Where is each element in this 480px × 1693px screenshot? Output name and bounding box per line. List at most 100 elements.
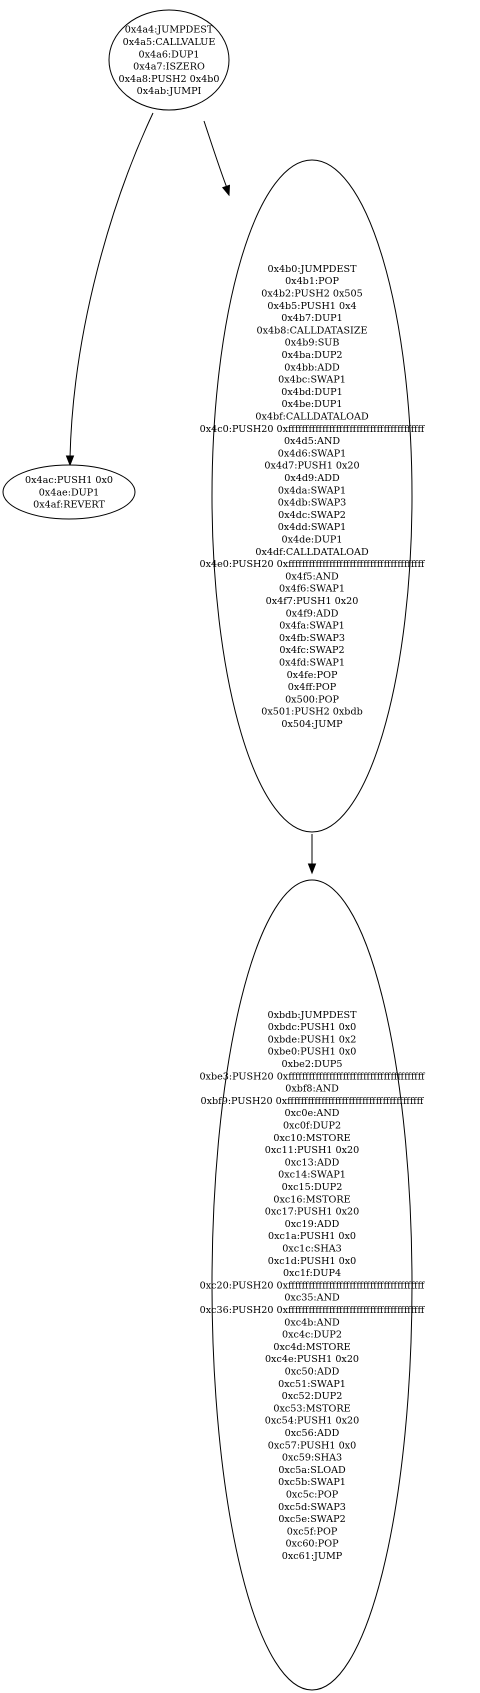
instruction-line: 0xc5f:POP [287,1526,338,1537]
instruction-line: 0xc50:ADD [285,1367,340,1378]
instruction-line: 0xc13:ADD [285,1157,340,1168]
instruction-line: 0x501:PUSH2 0xbdb [261,707,362,718]
instruction-line: 0x4bc:SWAP1 [278,375,346,386]
instruction-line: 0x4a4:JUMPDEST [125,25,214,36]
instruction-line: 0xc1d:PUSH1 0x0 [268,1256,356,1267]
edges-layer [65,112,317,875]
instruction-line: 0xbdc:PUSH1 0x0 [268,1022,357,1033]
instruction-line: 0x4bb:ADD [284,362,340,373]
instruction-line: 0x4d6:SWAP1 [278,448,347,459]
instruction-line: 0x4d9:ADD [284,473,340,484]
instruction-line: 0x4f6:SWAP1 [279,584,345,595]
instruction-line: 0x4a5:CALLVALUE [123,37,216,48]
edge-arrowhead [307,863,317,875]
instruction-line: 0x4ac:PUSH1 0x0 [25,475,113,486]
node-ellipse [211,879,413,1691]
instruction-line: 0x504:JUMP [281,719,343,730]
instruction-line: 0x4b0:JUMPDEST [268,264,358,275]
instruction-line: 0xc5b:SWAP1 [278,1477,346,1488]
instruction-line: 0xc4d:MSTORE [273,1342,350,1353]
instruction-line: 0xc5e:SWAP2 [278,1514,345,1525]
instruction-line: 0xc52:DUP2 [282,1391,343,1402]
instruction-line: 0x4b1:POP [285,276,339,287]
instruction-line: 0x4a8:PUSH2 0x4b0 [118,74,219,85]
instruction-line: 0xc0e:AND [285,1108,340,1119]
instruction-line: 0x4d7:PUSH1 0x20 [264,461,359,472]
instruction-line: 0x4e0:PUSH20 0xfffffffffffffffffffffffff… [199,559,425,570]
instruction-line: 0x4ba:DUP2 [281,350,342,361]
instruction-line: 0x4d5:AND [284,436,340,447]
instruction-line: 0x4a6:DUP1 [138,49,199,60]
instruction-line: 0xc51:SWAP1 [278,1379,346,1390]
instruction-line: 0x4b5:PUSH1 0x4 [267,301,356,312]
instruction-line: 0xc53:MSTORE [273,1403,350,1414]
instruction-line: 0x4ff:POP [288,682,337,693]
instruction-line: 0x4c0:PUSH20 0xfffffffffffffffffffffffff… [200,424,426,435]
instruction-line: 0xc1c:SHA3 [282,1244,342,1255]
edge-n_4a4-to-n_4b0 [203,120,228,189]
instruction-line: 0xc15:DUP2 [282,1182,343,1193]
instruction-line: 0xc5c:POP [286,1490,339,1501]
instruction-line: 0x4f5:AND [285,571,339,582]
instruction-line: 0x4dd:SWAP1 [278,522,347,533]
instruction-line: 0xbde:PUSH1 0x2 [268,1034,357,1045]
instruction-line: 0xc10:MSTORE [273,1133,350,1144]
instruction-line: 0xbdb:JUMPDEST [267,1010,357,1021]
instruction-line: 0xc54:PUSH1 0x20 [265,1416,360,1427]
edge-n_4a4-to-n_4ac [69,112,154,459]
instruction-line: 0xbf9:PUSH20 0xfffffffffffffffffffffffff… [201,1096,425,1107]
instruction-line: 0x4db:SWAP3 [278,498,347,509]
instruction-line: 0x4de:DUP1 [281,535,342,546]
edge-arrowhead [221,184,231,197]
instruction-line: 0x4b8:CALLDATASIZE [256,325,367,336]
instruction-line: 0x4a7:ISZERO [133,62,205,73]
instruction-line: 0xc17:PUSH1 0x20 [265,1207,360,1218]
instruction-line: 0x4fe:POP [287,670,338,681]
instruction-line: 0x4ae:DUP1 [39,487,100,498]
edge-arrowhead [65,455,75,467]
instruction-line: 0x4af:REVERT [33,500,105,511]
instruction-line: 0xc1f:DUP4 [283,1268,341,1279]
instruction-line: 0xc14:SWAP1 [278,1170,346,1181]
instruction-line: 0x4da:SWAP1 [278,485,346,496]
instruction-line: 0xc19:ADD [285,1219,340,1230]
instruction-line: 0xbf8:AND [285,1084,339,1095]
node-ellipse [211,159,413,833]
instruction-line: 0xc1a:PUSH1 0x0 [268,1231,356,1242]
instruction-line: 0x4bf:CALLDATALOAD [255,411,369,422]
instruction-line: 0x500:POP [285,694,339,705]
instruction-line: 0x4b9:SUB [285,338,340,349]
instruction-line: 0xc59:SHA3 [282,1453,342,1464]
instruction-line: 0x4ab:JUMPI [137,86,202,97]
instruction-line: 0xc5d:SWAP3 [278,1502,346,1513]
instruction-line: 0x4fc:SWAP2 [279,645,344,656]
node-ellipse [108,9,230,111]
instruction-line: 0x4dc:SWAP2 [278,510,346,521]
instruction-line: 0xc16:MSTORE [273,1194,350,1205]
instruction-line: 0xc61:JUMP [282,1551,343,1562]
instruction-line: 0x4b2:PUSH2 0x505 [261,288,362,299]
instruction-line: 0x4fd:SWAP1 [279,658,345,669]
instruction-line: 0xbe3:PUSH20 0xfffffffffffffffffffffffff… [199,1071,425,1082]
instruction-line: 0x4fb:SWAP3 [279,633,345,644]
instruction-line: 0xc5a:SLOAD [278,1465,346,1476]
instruction-line: 0xc4b:AND [284,1317,340,1328]
instruction-line: 0x4df:CALLDATALOAD [255,547,369,558]
instruction-line: 0xc36:PUSH20 0xfffffffffffffffffffffffff… [200,1305,426,1316]
instruction-line: 0x4fa:SWAP1 [279,621,345,632]
instruction-line: 0x4be:DUP1 [281,399,342,410]
instruction-line: 0xc20:PUSH20 0xfffffffffffffffffffffffff… [200,1280,426,1291]
instruction-line: 0xc57:PUSH1 0x0 [268,1440,356,1451]
instruction-line: 0xc4c:DUP2 [282,1330,342,1341]
node-ellipse [2,464,136,520]
instruction-line: 0x4f9:ADD [286,608,339,619]
instruction-line: 0xbe0:PUSH1 0x0 [268,1047,357,1058]
instruction-line: 0xc0f:DUP2 [283,1121,341,1132]
instruction-line: 0xc11:PUSH1 0x20 [265,1145,360,1156]
